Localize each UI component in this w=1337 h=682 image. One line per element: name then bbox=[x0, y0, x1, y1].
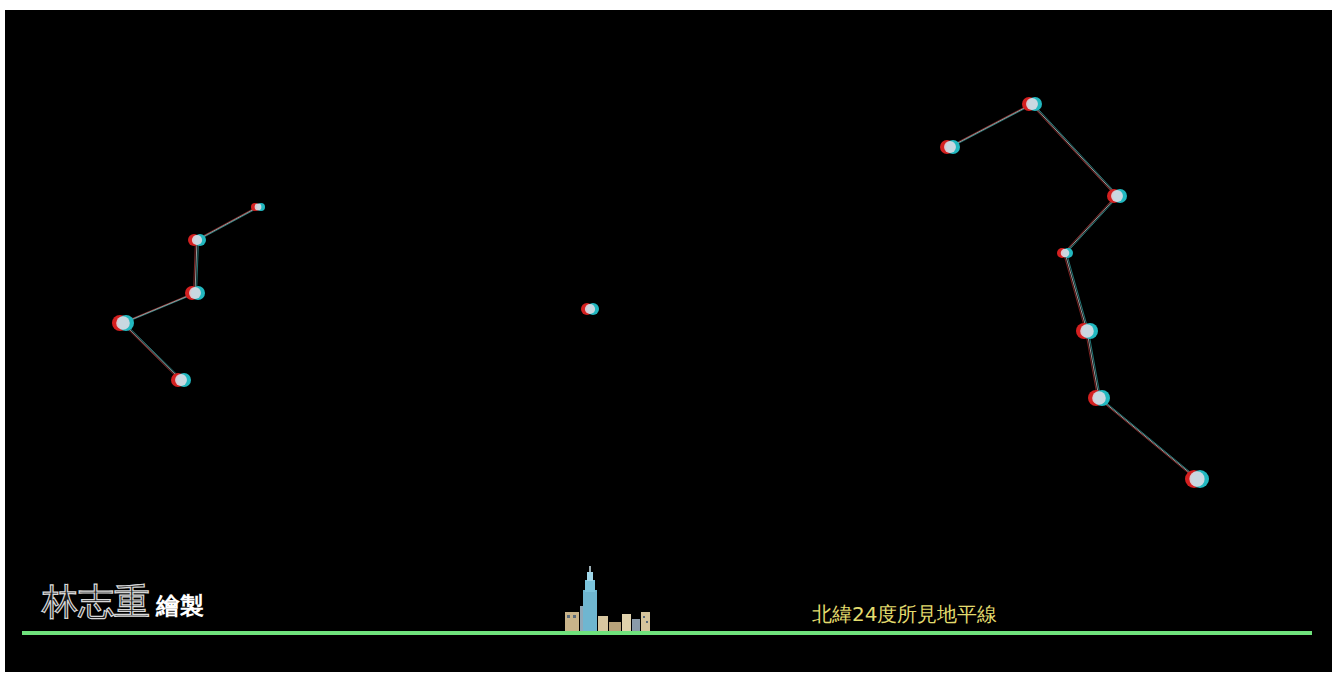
asterism-line bbox=[123, 207, 258, 380]
author-name: 林志重 bbox=[42, 584, 150, 620]
horizon-caption: 北緯24度所見地平線 bbox=[812, 604, 997, 624]
drawn-by-note: 繪製 bbox=[156, 594, 204, 618]
asterism-line-red bbox=[122, 207, 257, 380]
star bbox=[1022, 97, 1042, 111]
star bbox=[581, 303, 599, 315]
star bbox=[188, 234, 206, 246]
asterism-line bbox=[950, 104, 1197, 479]
star bbox=[940, 140, 960, 154]
polaris bbox=[581, 303, 599, 315]
big-dipper bbox=[940, 97, 1209, 488]
horizon-line bbox=[22, 631, 1312, 635]
taipei-101-icon bbox=[565, 566, 650, 631]
asterism-line-cyan bbox=[125, 207, 260, 380]
star bbox=[1185, 470, 1209, 488]
night-sky bbox=[5, 10, 1332, 672]
star bbox=[1107, 189, 1127, 203]
star bbox=[1076, 323, 1098, 339]
star bbox=[185, 286, 205, 300]
star bbox=[1088, 390, 1110, 406]
constellations bbox=[112, 97, 1209, 488]
asterism-line-red bbox=[949, 104, 1196, 479]
star bbox=[1057, 248, 1073, 258]
star bbox=[171, 373, 191, 387]
star bbox=[112, 315, 134, 331]
star bbox=[251, 203, 265, 211]
cassiopeia bbox=[112, 203, 265, 387]
asterism-line-cyan bbox=[952, 104, 1199, 479]
